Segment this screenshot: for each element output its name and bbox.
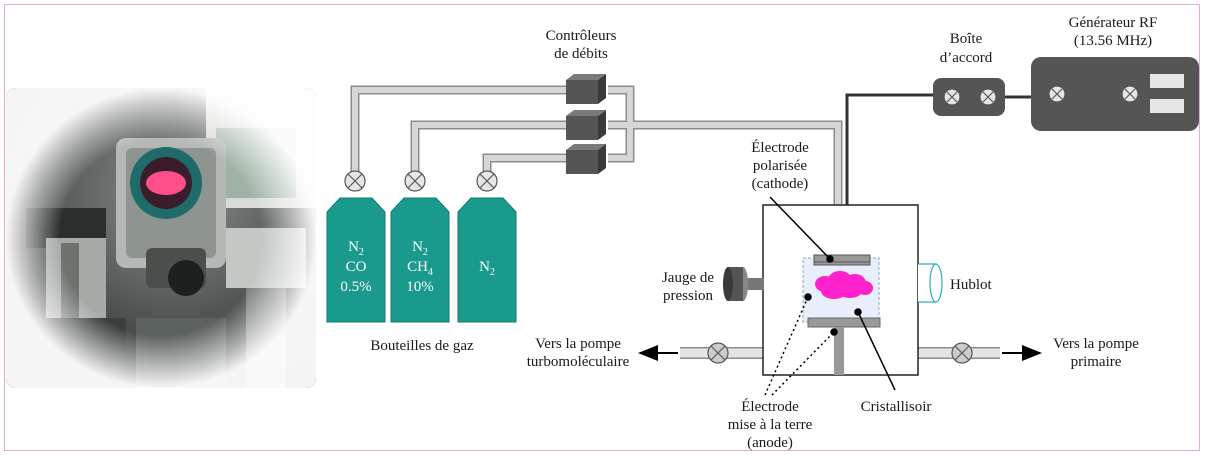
gas-bottle-3	[457, 197, 517, 323]
bottles-label: Bouteilles de gaz	[370, 338, 474, 354]
bottle-2-gas-2: CH4	[407, 259, 433, 278]
bottle-2-ratio: 10%	[406, 279, 434, 295]
anode-label-2: mise à la terre	[728, 417, 813, 433]
flow-controller-2	[566, 110, 606, 140]
turbo-pump-label-1: Vers la pompe	[535, 336, 621, 352]
gas-pipes	[350, 85, 843, 210]
matchbox-label-2: d’accord	[940, 50, 993, 66]
cathode-label-2: polarisée	[753, 158, 807, 174]
valve-icon	[476, 170, 498, 192]
rf-generator	[1031, 57, 1199, 131]
matchbox-label-1: Boîte	[950, 31, 983, 47]
gauge-label-1: Jauge de	[662, 270, 714, 286]
crystallizer-leader	[854, 308, 896, 391]
anode-label-1: Électrode	[741, 398, 799, 415]
flow-controller-1	[566, 74, 606, 104]
cathode-plate	[813, 254, 871, 266]
bottle-3-gas: N2	[479, 259, 495, 278]
viewport-window	[918, 263, 943, 303]
valve-icon	[707, 342, 729, 364]
reactor-photo-image	[6, 88, 316, 388]
gas-bottles: N2 CO 0.5% N2 CH4 10% N2	[326, 197, 517, 323]
rf-generator-label-2: (13.56 MHz)	[1074, 33, 1152, 49]
bottle-2-gas-1: N2	[412, 239, 428, 258]
anode-rod	[834, 327, 844, 375]
cathode-leader	[769, 196, 834, 263]
bottle-1-gas-1: N2	[348, 239, 364, 258]
pump-valves	[707, 342, 973, 364]
controllers-label-1: Contrôleurs	[546, 28, 617, 44]
gauge-label-2: pression	[663, 288, 713, 304]
flow-controllers	[566, 74, 606, 174]
cathode-label-1: Électrode	[751, 139, 809, 156]
gas-bottle-1	[326, 197, 386, 323]
reactor-photo	[6, 88, 316, 388]
valve-icon	[404, 170, 426, 192]
anode-plate	[807, 317, 881, 328]
turbo-pump-label-2: turbomoléculaire	[527, 354, 630, 370]
pressure-gauge	[723, 267, 764, 301]
anode-label-3: (anode)	[747, 435, 793, 451]
matching-box	[933, 78, 1005, 116]
valve-icon	[951, 342, 973, 364]
bottle-valves	[344, 170, 498, 192]
plasma	[815, 271, 873, 299]
crystallizer-label: Cristallisoir	[861, 399, 932, 415]
rf-generator-label-1: Générateur RF	[1069, 15, 1158, 31]
controllers-label-2: de débits	[554, 46, 608, 62]
gas-bottle-2	[390, 197, 450, 323]
cathode-label-3: (cathode)	[752, 176, 809, 192]
primary-pump-label-1: Vers la pompe	[1053, 336, 1139, 352]
flow-controller-3	[566, 144, 606, 174]
bottle-1-gas-2: CO	[346, 259, 367, 275]
valve-icon	[344, 170, 366, 192]
window-label: Hublot	[950, 277, 993, 293]
bottle-1-ratio: 0.5%	[340, 279, 371, 295]
figure-border	[4, 4, 1200, 451]
primary-pump-label-2: primaire	[1071, 354, 1122, 370]
